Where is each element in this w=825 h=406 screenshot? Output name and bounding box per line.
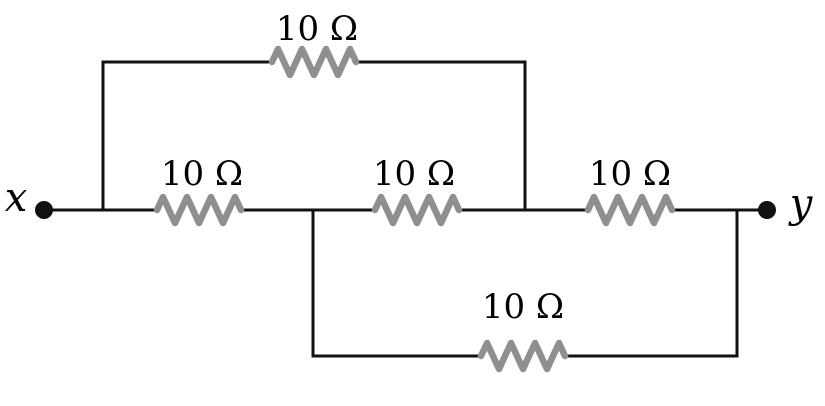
terminal-y-label: y <box>788 181 814 227</box>
top-branch-wire-left <box>101 60 272 210</box>
resistor-middle-label: 10 Ω <box>373 154 455 194</box>
terminal-y-dot <box>758 201 776 219</box>
terminal-x-dot <box>35 201 53 219</box>
resistor-left-label: 10 Ω <box>161 154 243 194</box>
bottom-branch-wire-left <box>311 210 481 358</box>
resistor-top-label: 10 Ω <box>276 9 358 49</box>
resistor-right-label: 10 Ω <box>589 154 671 194</box>
resistor-right-zigzag <box>584 193 676 227</box>
top-branch-wire-right <box>356 60 527 210</box>
terminal-x-label: x <box>5 175 28 221</box>
resistor-middle-zigzag <box>371 193 463 227</box>
bottom-branch-wire-right <box>565 210 739 358</box>
resistor-bottom-zigzag <box>477 339 569 373</box>
resistor-bottom-label: 10 Ω <box>482 287 564 327</box>
resistor-left-zigzag <box>153 193 245 227</box>
resistor-top-zigzag <box>268 45 360 79</box>
